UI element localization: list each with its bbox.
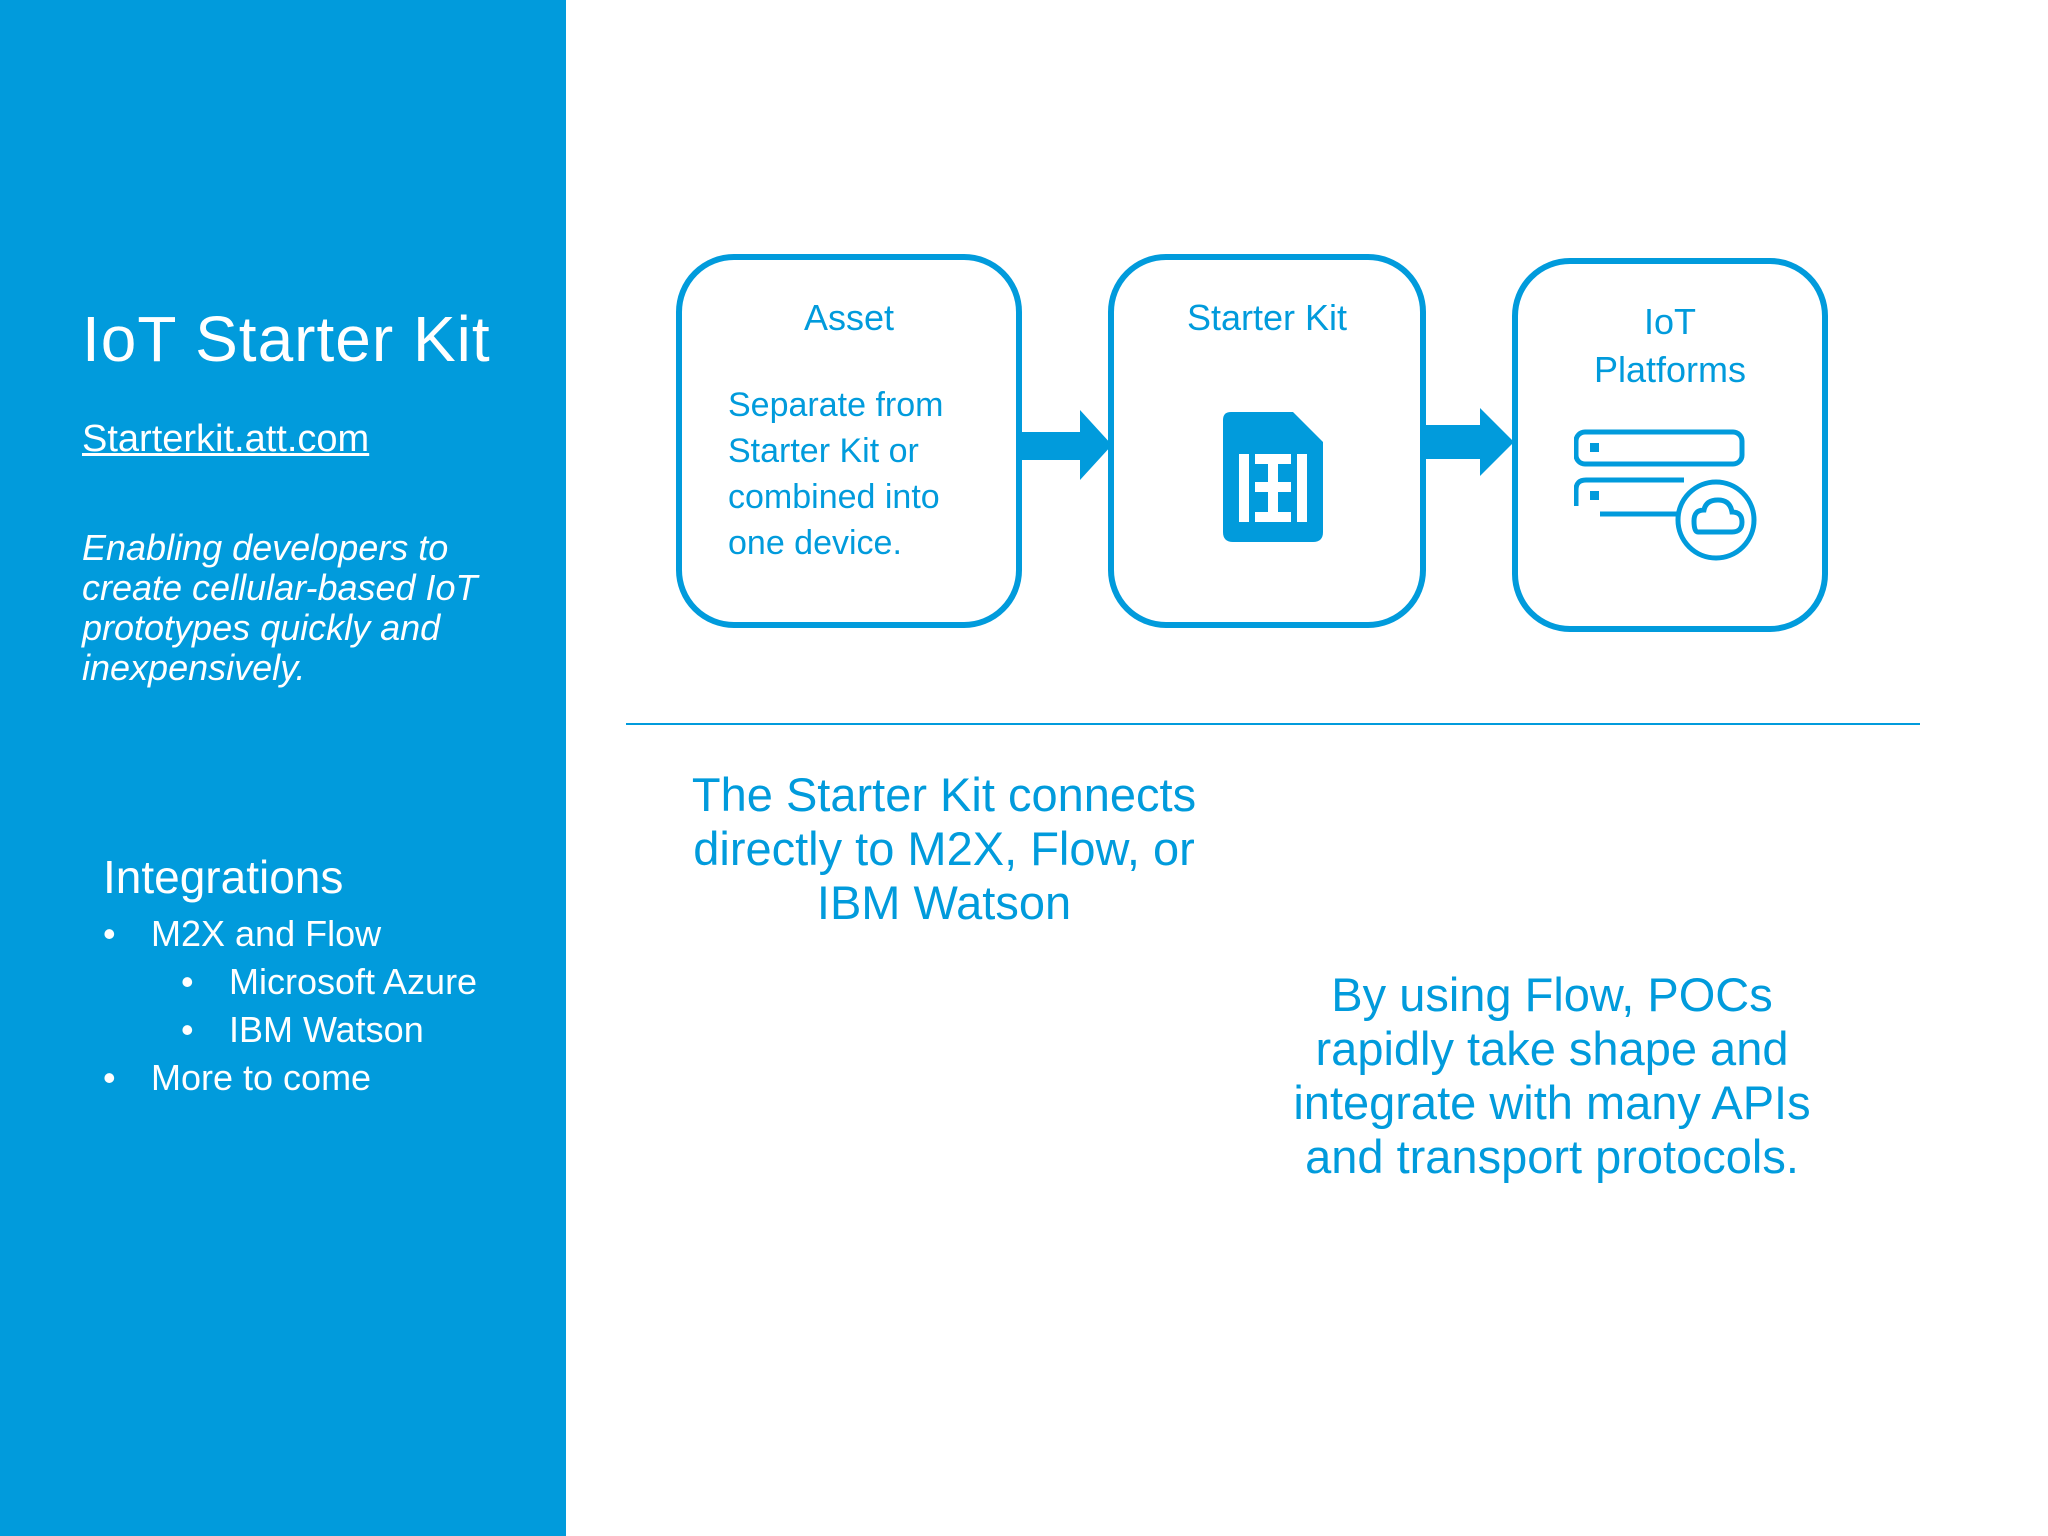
integration-item-m2x-flow: M2X and Flow (103, 910, 477, 958)
sim-card-icon (1223, 412, 1323, 542)
connects-callout: The Starter Kit connects directly to M2X… (691, 768, 1197, 929)
flow-callout: By using Flow, POCs rapidly take shape a… (1293, 968, 1811, 1183)
right-arrow-icon (1022, 410, 1112, 480)
integrations-heading: Integrations (103, 851, 344, 903)
iot-platforms-title-line1: IoT (1643, 301, 1696, 342)
iot-platforms-box: IoT Platforms (1512, 258, 1828, 632)
sidebar-panel: IoT Starter Kit Starterkit.att.com Enabl… (0, 0, 566, 1536)
integrations-list: M2X and Flow Microsoft Azure IBM Watson … (103, 910, 477, 1102)
integration-item-ibm-watson: IBM Watson (103, 1006, 477, 1054)
tagline: Enabling developers to create cellular-b… (82, 527, 478, 688)
section-divider (626, 723, 1920, 725)
page-title: IoT Starter Kit (82, 303, 491, 375)
asset-description: Separate from Starter Kit or combined in… (728, 386, 944, 562)
starterkit-link[interactable]: Starterkit.att.com (82, 418, 370, 460)
asset-title: Asset (803, 297, 895, 338)
asset-box: Asset Separate from Starter Kit or combi… (676, 254, 1022, 628)
iot-platforms-title-line2: Platforms (1593, 349, 1747, 390)
integration-item-microsoft-azure: Microsoft Azure (103, 958, 477, 1006)
starter-kit-box: Starter Kit (1108, 254, 1426, 628)
starter-kit-title: Starter Kit (1186, 297, 1348, 338)
right-arrow-icon (1426, 408, 1514, 476)
integration-item-more-to-come: More to come (103, 1054, 477, 1102)
server-cloud-icon (1574, 429, 1757, 561)
